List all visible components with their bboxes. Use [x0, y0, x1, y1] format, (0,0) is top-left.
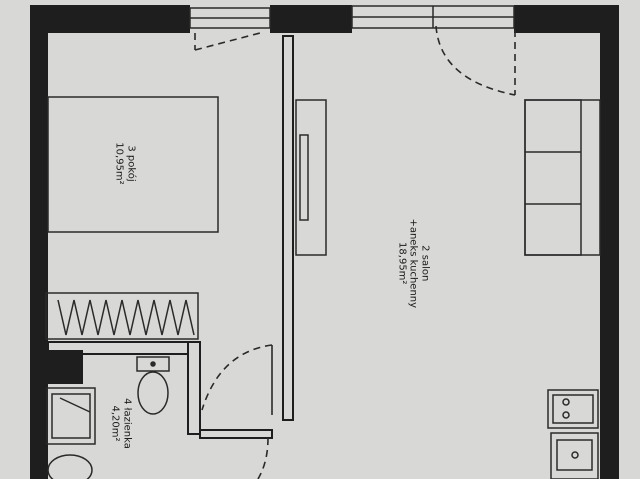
- wall-right: [600, 5, 619, 479]
- room-name: łazienka: [121, 407, 133, 449]
- sofa: [524, 99, 601, 256]
- windows: [189, 5, 515, 29]
- bathroom-sink: [47, 454, 93, 479]
- room-label-pokoj: 3 pokój 10,95m²: [114, 119, 137, 209]
- room-label-lazienka: 4 łazienka 4,20m²: [110, 379, 133, 469]
- kitchen-sink: [550, 432, 599, 479]
- room-number: 4: [121, 398, 133, 405]
- bed: [47, 96, 219, 233]
- wardrobe: [45, 292, 199, 340]
- partition-wall: [282, 35, 294, 421]
- outer-walls: [30, 5, 619, 479]
- room-name: salon: [419, 254, 431, 282]
- room-label-salon: 2 salon +aneks kuchenny 18,95m²: [396, 198, 431, 328]
- door-swings-top: [194, 25, 516, 96]
- room-number: 2: [419, 245, 431, 252]
- room-name-line2: +aneks kuchenny: [407, 218, 419, 309]
- room-number: 3: [125, 145, 137, 152]
- washing-machine: [46, 387, 96, 445]
- wall-unit: [295, 99, 327, 256]
- wall-top-left: [30, 5, 190, 33]
- wall-top-middle: [270, 5, 352, 33]
- wall-left: [30, 5, 48, 479]
- room-area: 18,95m²: [396, 242, 408, 285]
- kitchen-stove: [547, 389, 599, 429]
- entrance-door: [257, 437, 269, 479]
- bathroom-door: [201, 344, 273, 415]
- room-area: 10,95m²: [114, 142, 125, 185]
- toilet: [136, 356, 170, 415]
- room-area: 4,20m²: [110, 405, 121, 442]
- bathroom-walls: [47, 341, 273, 439]
- room-name: pokój: [125, 154, 137, 182]
